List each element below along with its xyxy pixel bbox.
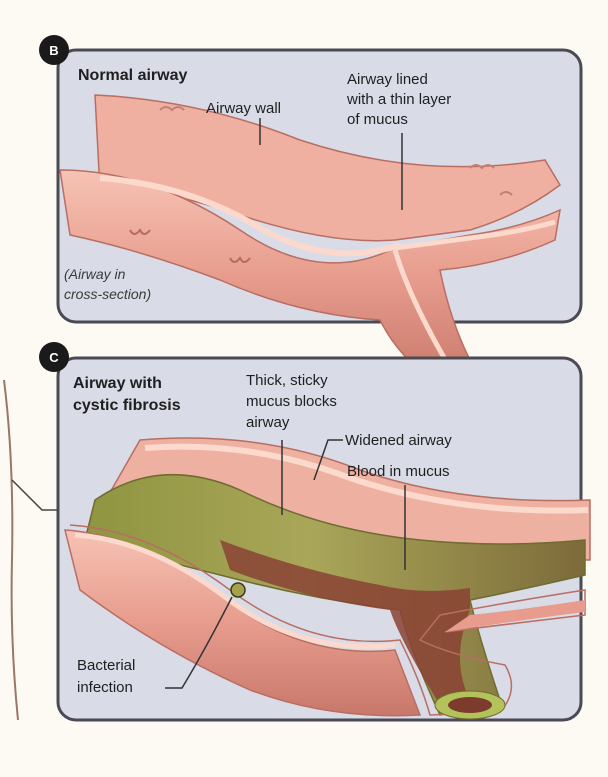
bacterial-spot <box>231 583 245 597</box>
panel-b: B Normal airway Airway wall Airway lined… <box>39 35 581 385</box>
panel-c-title-line1: Airway with <box>73 375 162 392</box>
label-cross-section-line1: (Airway in <box>64 266 126 282</box>
label-blood-in-mucus: Blood in mucus <box>347 463 450 480</box>
label-thick-mucus-line2: mucus blocks <box>246 393 337 410</box>
label-airway-wall: Airway wall <box>206 100 281 117</box>
label-cross-section-line2: cross-section) <box>64 286 151 302</box>
panel-c-badge-letter: C <box>49 350 59 365</box>
panel-c: C Airway with cystic fibrosis Thick, sti… <box>39 342 590 720</box>
label-bacterial-line2: infection <box>77 679 133 696</box>
label-mucus-line1: Airway lined <box>347 71 428 88</box>
panel-c-title-line2: cystic fibrosis <box>73 397 181 414</box>
label-thick-mucus-line3: airway <box>246 414 290 431</box>
panel-b-badge-letter: B <box>49 43 58 58</box>
label-mucus-line2: with a thin layer <box>346 91 451 108</box>
label-widened-airway: Widened airway <box>345 432 452 449</box>
label-thick-mucus-line1: Thick, sticky <box>246 372 328 389</box>
leader-line-body <box>12 480 60 510</box>
panel-b-title: Normal airway <box>78 67 187 84</box>
label-bacterial-line1: Bacterial <box>77 657 135 674</box>
label-mucus-line3: of mucus <box>347 111 408 128</box>
body-outline <box>4 380 18 720</box>
